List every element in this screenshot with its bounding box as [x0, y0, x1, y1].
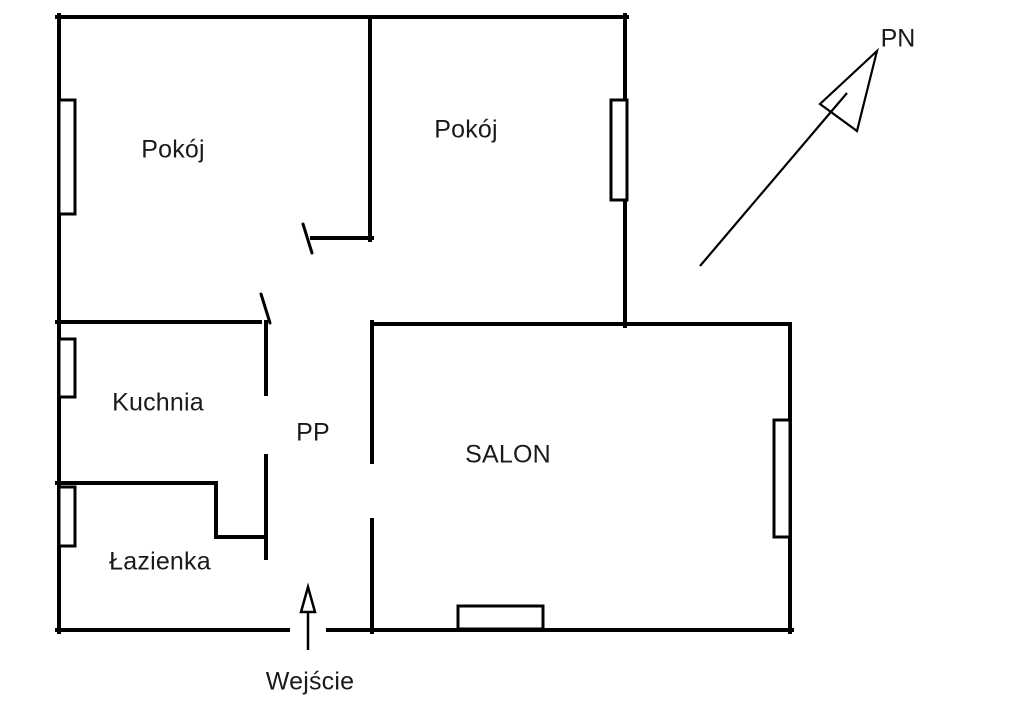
north-arrow-icon	[699, 47, 879, 267]
door-swing-icon	[301, 222, 314, 255]
windows	[57, 98, 792, 631]
window-icon	[772, 418, 792, 539]
room-label-pokoj-2: Pokój	[434, 115, 498, 144]
room-label-pokoj-1: Pokój	[141, 135, 205, 164]
room-label-salon: SALON	[465, 440, 551, 469]
north-label: PN	[880, 24, 916, 53]
window-icon	[57, 485, 77, 548]
entrance-arrow-icon	[299, 582, 317, 650]
room-label-pp: PP	[296, 418, 330, 447]
window-icon	[57, 337, 77, 399]
window-icon	[609, 98, 629, 202]
walls	[55, 13, 794, 634]
window-icon	[57, 98, 77, 216]
room-label-kuchnia: Kuchnia	[112, 388, 204, 417]
door-marks	[259, 222, 314, 325]
window-icon	[456, 604, 545, 631]
entrance-label: Wejście	[265, 667, 355, 696]
door-swing-icon	[259, 292, 272, 325]
room-label-lazienka: Łazienka	[109, 547, 211, 576]
